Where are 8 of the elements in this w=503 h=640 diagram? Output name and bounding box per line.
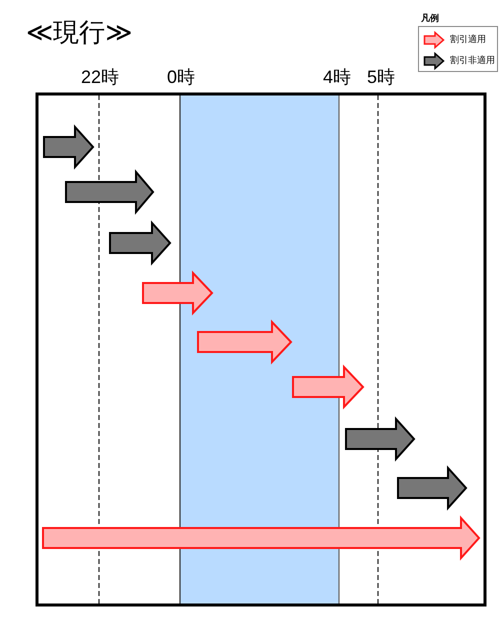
time-label: 5時 [367,68,396,86]
legend-text: 割引適用 [450,35,486,44]
time-label: 22時 [81,68,120,86]
legend-text: 割引非適用 [450,56,495,65]
title: ≪現行≫ [26,19,132,45]
time-label: 0時 [167,68,196,86]
time-label: 4時 [323,68,352,86]
legend-heading: 凡例 [421,14,439,23]
